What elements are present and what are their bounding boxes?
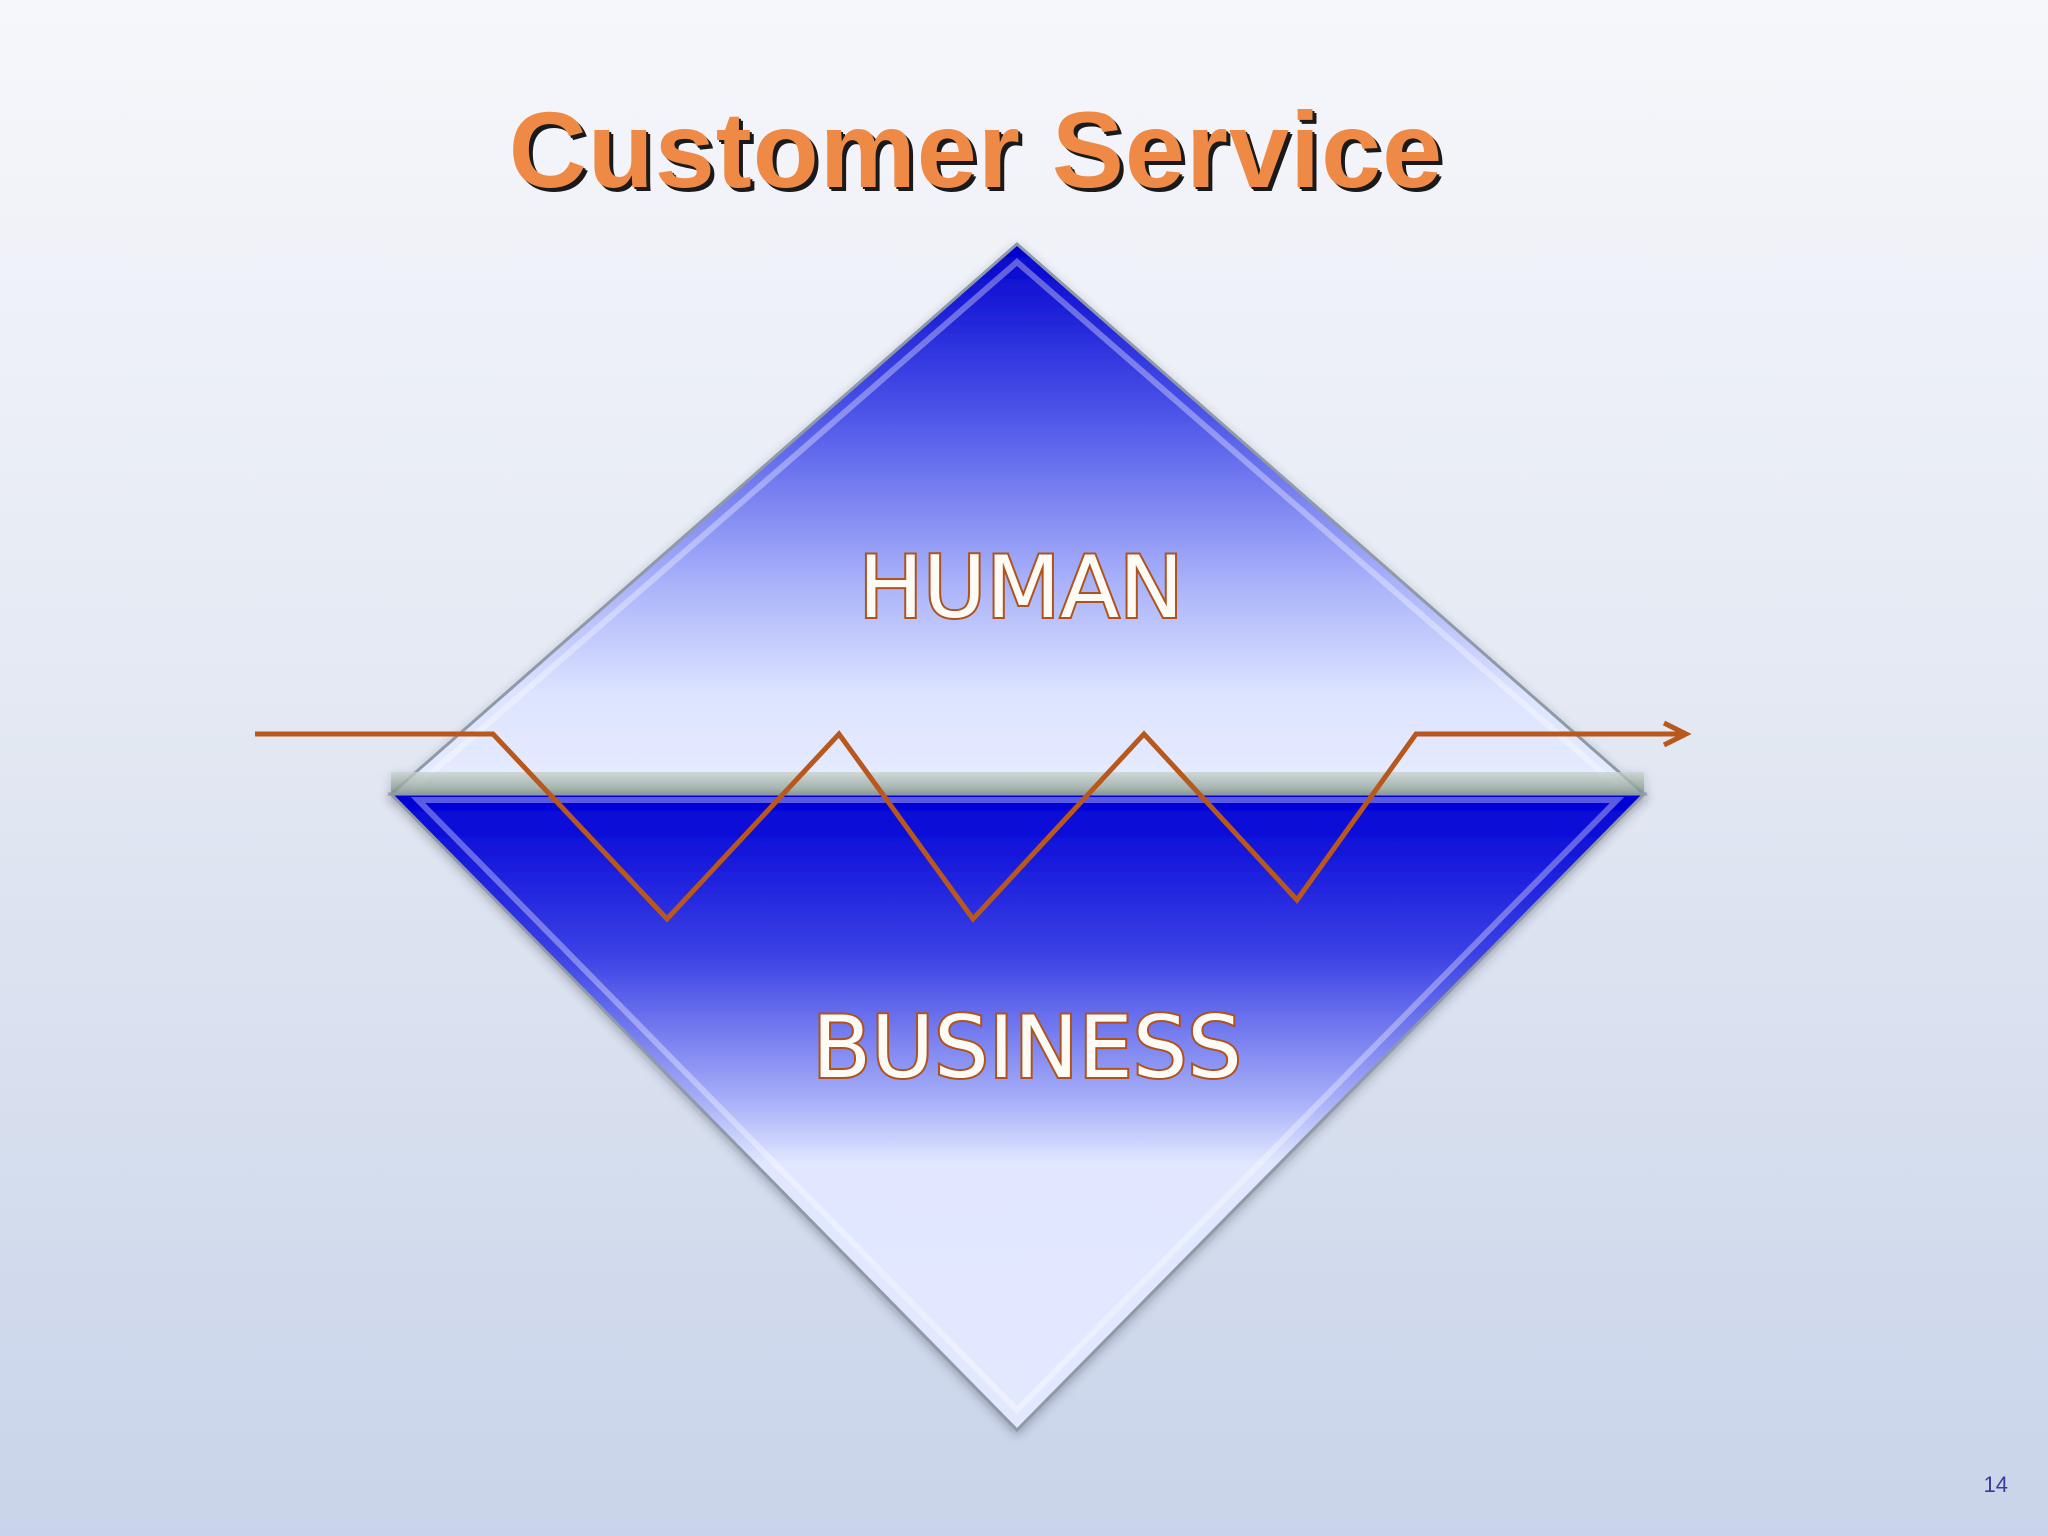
slide-title: Customer Service [508, 89, 1444, 210]
page-number: 14 [1983, 1472, 2008, 1497]
business-label: BUSINESS [812, 998, 1242, 1098]
upper-diamond [387, 242, 1648, 796]
human-label: HUMAN [859, 538, 1184, 638]
zigzag-arrow-icon [255, 720, 1692, 923]
lower-diamond [387, 792, 1648, 1433]
